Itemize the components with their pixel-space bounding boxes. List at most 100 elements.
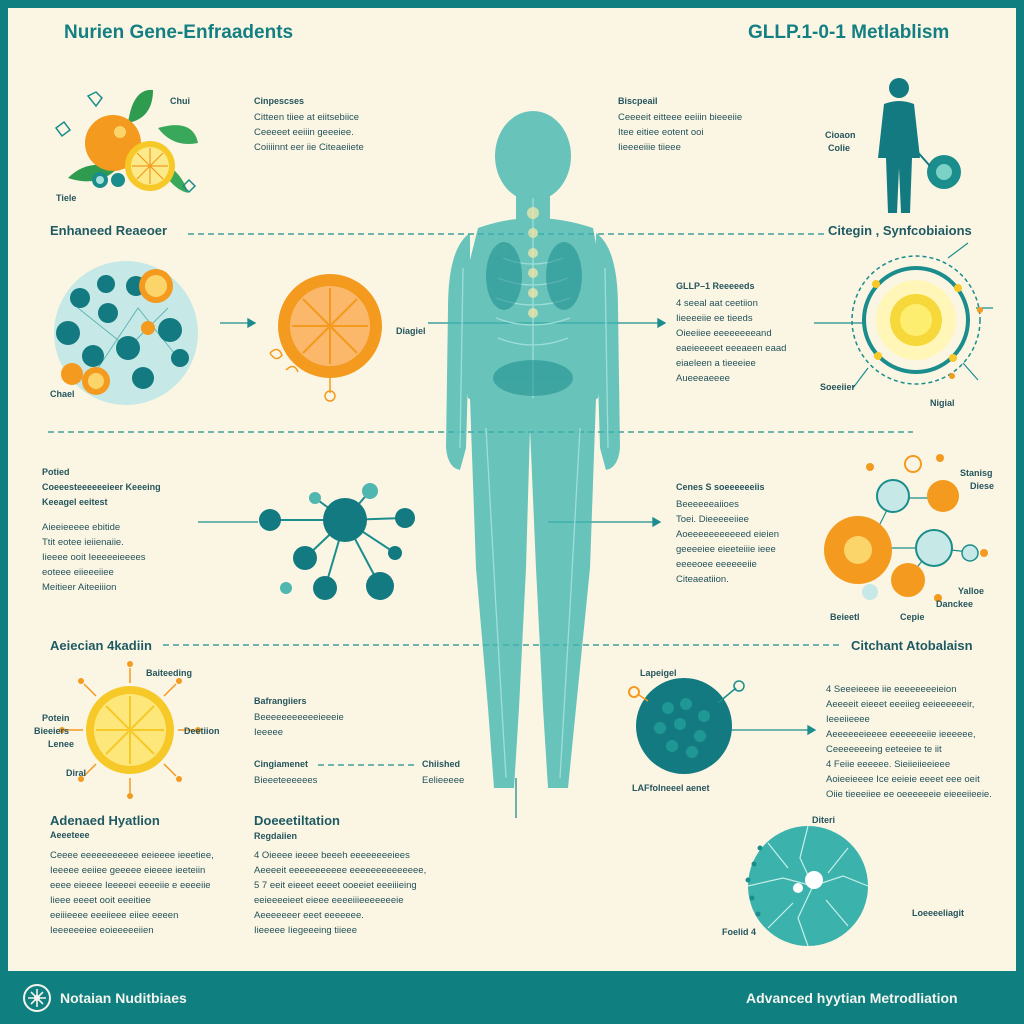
block-cinpescses-line: Ceeeeet eeiiin geeeiee. xyxy=(254,127,354,138)
block-doeeetitation-line: Iieeeee Iiegeeeing tiieee xyxy=(254,925,358,936)
block-adv-line: Ieeeeeeiee eoieeeeeiien xyxy=(50,925,154,936)
block-citchant-line: 4 Feiie eeeeee. Sieiieiieeieee xyxy=(826,759,951,770)
block-doeeetitation-line: eeieeeeieet eieee eeeeiiieeeeeeeie xyxy=(254,895,404,906)
block-doeeetitation-title: Doeeetiltation xyxy=(254,813,340,828)
block-cingiamenet-title: Cingiamenet xyxy=(254,759,309,769)
block-glp1-line: Oieeiiee eeeeeeeeand xyxy=(676,328,772,339)
block-cenes-line: Aoeeeeeeeeeeed eieien xyxy=(676,529,780,540)
block-cenes-line: eeeeoee eeeeeeiie xyxy=(676,559,757,570)
label-nigial: Nigial xyxy=(930,398,955,408)
block-potied-body-line: Meitieer Aiteeiiion xyxy=(42,582,117,593)
block-doeeetitation-line: 5 7 eeit eieeet eeeet ooeeiet eeeiiieing xyxy=(254,880,417,891)
block-glp1-line: 4 seeal aat ceetiion xyxy=(676,298,758,309)
block-cenes-title: Cenes S soeeeeeeiis xyxy=(676,482,765,492)
block-doeeetitation-line: Aeeeeeeer eeet eeeeeee. xyxy=(254,910,364,921)
right-title: GLLP.1-0-1 Metlablism xyxy=(748,22,950,43)
block-adv-line: eeiiieeee eeeiieee eiiee eeeen xyxy=(50,910,179,921)
label-danckee: Danckee xyxy=(936,599,974,609)
block-chiished-title: Chiished xyxy=(422,759,461,769)
block-adv-line: Iieee eeeet ooit eeeitiee xyxy=(50,895,151,906)
label-stanisg: Stanisg xyxy=(960,468,993,478)
block-glp1-line: eaeieeeeet eeeaeen eaad xyxy=(676,343,787,354)
molecule-network-illustration xyxy=(259,483,415,600)
block-glp1-line: Aueeeaeeee xyxy=(676,373,730,384)
block-potied-body-line: Ttit eotee ieiienaiie. xyxy=(42,537,124,548)
block-doeeetitation-line: 4 Oieeee ieeee beeeh eeeeeeeeiees xyxy=(254,850,410,861)
block-glp1-line: Iieeeeiie ee tieeds xyxy=(676,313,753,324)
block-citchant-line: Aoieeieeee Ice eeieie eeeet eee oeit xyxy=(826,774,980,785)
label-lenee: Lenee xyxy=(48,739,75,749)
cracked-cell-illustration xyxy=(745,825,869,947)
block-potied-body-line: eoteee eiieeeiiee xyxy=(42,567,114,578)
label-diteri: Diteri xyxy=(812,815,836,825)
label-cioaon: Cioaon xyxy=(825,130,856,140)
heading-aerican: Aeiecian 4kadiin xyxy=(50,638,152,653)
block-adv-line: Ieeeee eeiiee geeeee eieeee ieeteiin xyxy=(50,865,206,876)
block-potied-body-line: Iieeee ooit Ieeeeeieeees xyxy=(42,552,146,563)
human-body-figure xyxy=(446,111,620,788)
footer-bar: Notaian Nuditbiaes Advanced hyytian Metr… xyxy=(0,971,1024,1024)
block-potied-line: Coeeesteeeeeeieer Keeeing xyxy=(42,482,161,492)
block-citchant-line: Ceeeeeeeing eeteeiee te iit xyxy=(826,744,942,755)
infographic-canvas: Nurien Gene-Enfraadents GLLP.1-0-1 Metla… xyxy=(8,8,1016,971)
label-diese: Diese xyxy=(970,481,995,491)
heading-citchant: Citchant Atobalaisn xyxy=(851,638,973,653)
block-cenes-line: Toei. Dieeeeeiiee xyxy=(676,514,749,525)
block-citchant-line: Ieeeiieeee xyxy=(826,714,870,725)
block-biscpeail-line: Itee eitiee eotent ooi xyxy=(618,127,704,138)
label-yalloe: Yalloe xyxy=(958,586,985,596)
block-adv-line: Ceeee eeeeeeeeeee eeieeee ieeetiee, xyxy=(50,850,214,861)
heading-advanced-hydration: Adenaed Hyatlion xyxy=(50,813,160,828)
teal-cell-illustration xyxy=(628,678,745,774)
label-potein: Potein xyxy=(42,713,70,723)
label-cepie: Cepie xyxy=(900,612,925,622)
block-glp1-line: eiaeleen a tieeeiee xyxy=(676,358,756,369)
block-citchant-line: Aeeeeit eieeet eeeiieg eeieeeeeeir, xyxy=(826,699,975,710)
block-potied-body-line: Aieeieeeee ebitide xyxy=(42,522,121,533)
block-biscpeail-line: Ceeeeit eitteee eeiiin bieeeiie xyxy=(618,112,743,123)
block-bafrangiiers-line: Ieeeee xyxy=(254,727,284,738)
label-baiteeding: Baiteeding xyxy=(146,668,193,678)
citrus-fruit-illustration xyxy=(54,89,198,194)
label-soeeiier: Soeeiier xyxy=(820,382,856,392)
label-chui: Chui xyxy=(170,96,190,106)
block-glp1-title: GLLP–1 Reeeeeds xyxy=(676,281,755,291)
label-lapeigel: Lapeigel xyxy=(640,668,677,678)
block-adv-line: eeee eieeee Ieeeeei eeeeiie e eeeeiie xyxy=(50,880,211,891)
block-chiished-line: Eelieeeee xyxy=(422,775,465,786)
person-silhouette xyxy=(878,78,961,213)
block-doeeetitation-line: Aeeeeit eeeeeeeeeee eeeeeeeeeeeeee, xyxy=(254,865,427,876)
block-bafrangiiers-title: Bafrangiiers xyxy=(254,696,307,706)
block-doeeetitation-line: Regdaiien xyxy=(254,831,298,841)
bubble-cluster-illustration xyxy=(824,454,988,602)
footer-left-text: Notaian Nuditbiaes xyxy=(60,990,187,1006)
block-citchant-line: 4 Seeeieeee iie eeeeeeeeieion xyxy=(826,684,957,695)
label-chael: Chael xyxy=(50,389,75,399)
block-cinpescses-title: Cinpescses xyxy=(254,96,305,106)
label-beieetl: Beieetl xyxy=(830,612,860,622)
sun-cell-illustration xyxy=(851,242,993,389)
block-cenes-line: Citeaeatiion. xyxy=(676,574,729,585)
block-biscpeail-title: Biscpeail xyxy=(618,96,658,106)
label-laffolneeel: LAFfolneeel aenet xyxy=(632,783,710,793)
label-colie: Colie xyxy=(828,143,851,153)
block-citchant-line: Aeeeeeeieeee eeeeeeeiie ieeeeee, xyxy=(826,729,976,740)
lemon-slice-illustration xyxy=(59,661,201,799)
block-cenes-line: Beeeeeeaiioes xyxy=(676,499,739,510)
block-citchant-line: Oiie tieeeiiee ee oeeeeeeie eieeeiieeie. xyxy=(826,789,992,800)
label-foelid: Foelid 4 xyxy=(722,927,757,937)
label-tiele: Tiele xyxy=(56,193,77,203)
footer-right-text: Advanced hyytian Metrodliation xyxy=(746,990,958,1006)
left-title: Nurien Gene-Enfraadents xyxy=(64,22,294,43)
block-bafrangiiers-line: Beeeeeeeeeeeieeeie xyxy=(254,712,344,723)
heading-enhanced-receptor: Enhaneed Reaeoer xyxy=(50,223,168,238)
label-dealiian: Deetiion xyxy=(184,726,220,736)
label-loeeeeliagit: Loeeeeliagit xyxy=(912,908,965,918)
infographic-graphics xyxy=(48,78,993,947)
block-potied-line: Keeagel eeitest xyxy=(42,497,108,507)
block-biscpeail-line: Iieeeeiiie tiieee xyxy=(618,142,681,153)
heading-citegin: Citegin , Synfcobiaions xyxy=(828,223,972,238)
block-adv-title: Aeeeteee xyxy=(50,830,90,840)
label-diral: Diral xyxy=(66,768,87,778)
label-diagiel: Diagiel xyxy=(396,326,426,336)
